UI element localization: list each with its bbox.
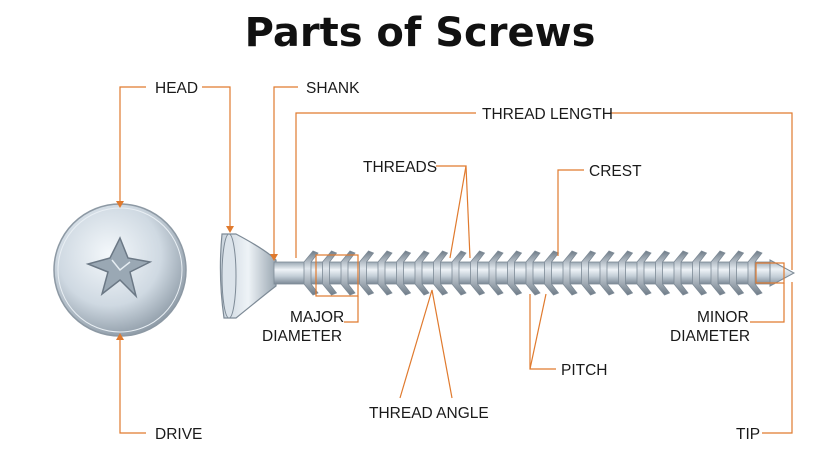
thread-crest	[470, 250, 486, 296]
thread-crest	[562, 250, 578, 296]
minor-diameter-leader	[750, 283, 785, 323]
thread-crest	[359, 250, 375, 296]
thread-crest	[322, 250, 338, 296]
leader-lines	[116, 86, 793, 434]
head-leader	[119, 86, 146, 205]
thread-crest	[710, 250, 726, 296]
thread-crest	[377, 250, 393, 296]
thread-crest	[747, 250, 763, 296]
minor-diameter-label-line1: MINOR	[697, 309, 749, 326]
screw-head-top-view	[53, 203, 187, 337]
major-diameter-leader	[344, 296, 359, 323]
thread-crest	[414, 250, 430, 296]
thread-crest	[692, 250, 708, 296]
pitch-label: PITCH	[561, 362, 608, 379]
thread-crest	[340, 250, 356, 296]
threads-leader	[436, 165, 467, 259]
drive-label: DRIVE	[155, 426, 202, 443]
thread-crest	[599, 250, 615, 296]
crest-label: CREST	[589, 163, 642, 180]
thread-crest	[544, 250, 560, 296]
drive-leader	[119, 336, 146, 434]
shank-leader	[273, 86, 298, 258]
thread-angle-label: THREAD ANGLE	[369, 405, 489, 422]
thread-crest	[433, 250, 449, 296]
minor-diameter-label-line2: DIAMETER	[670, 328, 750, 345]
shank-label: SHANK	[306, 80, 360, 97]
thread-crest	[488, 250, 504, 296]
thread-crest	[618, 250, 634, 296]
shank-arrow-icon	[270, 254, 278, 261]
thread-crest	[303, 250, 319, 296]
thread-angle-leader	[399, 289, 453, 399]
minor-diameter-bracket	[755, 262, 785, 284]
major-diameter-label-line2: DIAMETER	[262, 328, 342, 345]
drive-arrow-icon	[116, 333, 124, 340]
head-arrow-icon-2	[226, 226, 234, 233]
thread-length-leader	[295, 112, 476, 258]
threads-leader-2	[465, 165, 471, 259]
phillips-drive-icon	[85, 236, 153, 299]
tip-label: TIP	[736, 426, 760, 443]
part-labels: HEAD SHANK THREAD LENGTH THREADS CREST M…	[155, 80, 760, 443]
thread-crest	[636, 250, 652, 296]
crest-leader	[557, 169, 584, 256]
thread-length-leader-2	[610, 112, 793, 270]
thread-crest	[451, 250, 467, 296]
thread-crest	[673, 250, 689, 296]
pitch-leader-2	[529, 293, 547, 370]
major-diameter-bracket	[315, 254, 359, 297]
head-leader-2	[202, 86, 231, 230]
thread-crest	[655, 250, 671, 296]
thread-length-label: THREAD LENGTH	[482, 106, 613, 123]
thread-crest	[581, 250, 597, 296]
tip-leader	[762, 282, 793, 434]
diagram-title: Parts of Screws	[245, 10, 596, 56]
threads-label: THREADS	[363, 159, 437, 176]
thread-crest	[729, 250, 745, 296]
thread-crest	[525, 250, 541, 296]
major-diameter-label-line1: MAJOR	[290, 309, 344, 326]
head-arrow-icon	[116, 201, 124, 208]
head-label: HEAD	[155, 80, 198, 97]
screw-side-view	[219, 233, 796, 319]
thread-crest	[396, 250, 412, 296]
thread-crest	[507, 250, 523, 296]
thread-set	[303, 250, 763, 296]
